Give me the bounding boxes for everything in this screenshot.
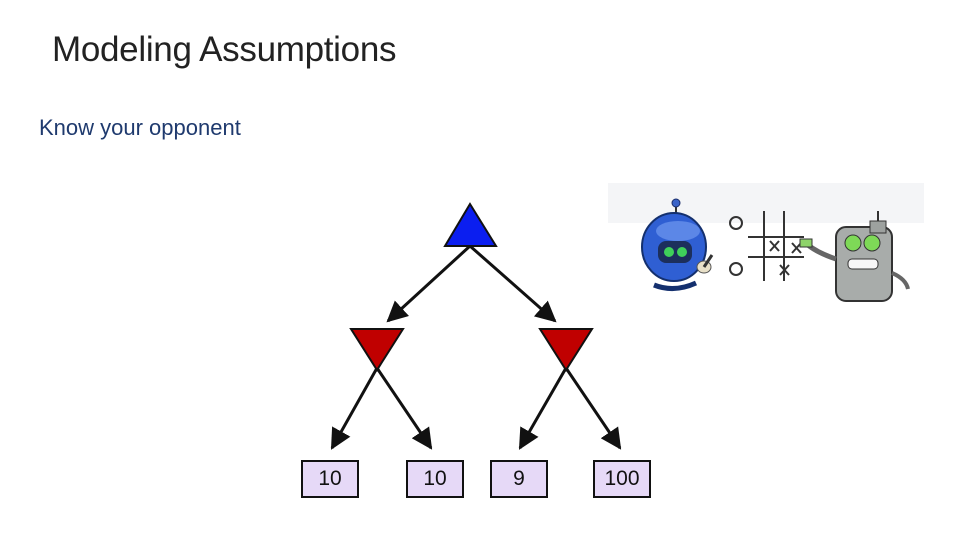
slide-subtitle: Know your opponent [39,115,241,140]
gray-robot-icon [799,211,910,302]
blue-robot-icon [641,198,714,291]
edge-right-leaf4 [564,367,622,450]
edge-left-leaf2 [375,367,433,450]
max-node-root [443,202,498,247]
min-node-right [538,328,594,372]
min-node-left [349,328,405,372]
tic-tac-toe-board-icon [729,211,804,281]
edge-root-left [386,244,472,323]
leaf-value-4: 100 [593,460,651,498]
leaf-value-3: 9 [490,460,548,498]
leaf-value-2: 10 [406,460,464,498]
leaf-value-1: 10 [301,460,359,498]
edge-root-right [469,244,557,323]
slide-title: Modeling Assumptions [52,30,397,69]
edge-left-leaf1 [330,367,379,450]
edge-right-leaf3 [518,367,568,450]
robots-tic-tac-toe-illustration [608,183,924,302]
